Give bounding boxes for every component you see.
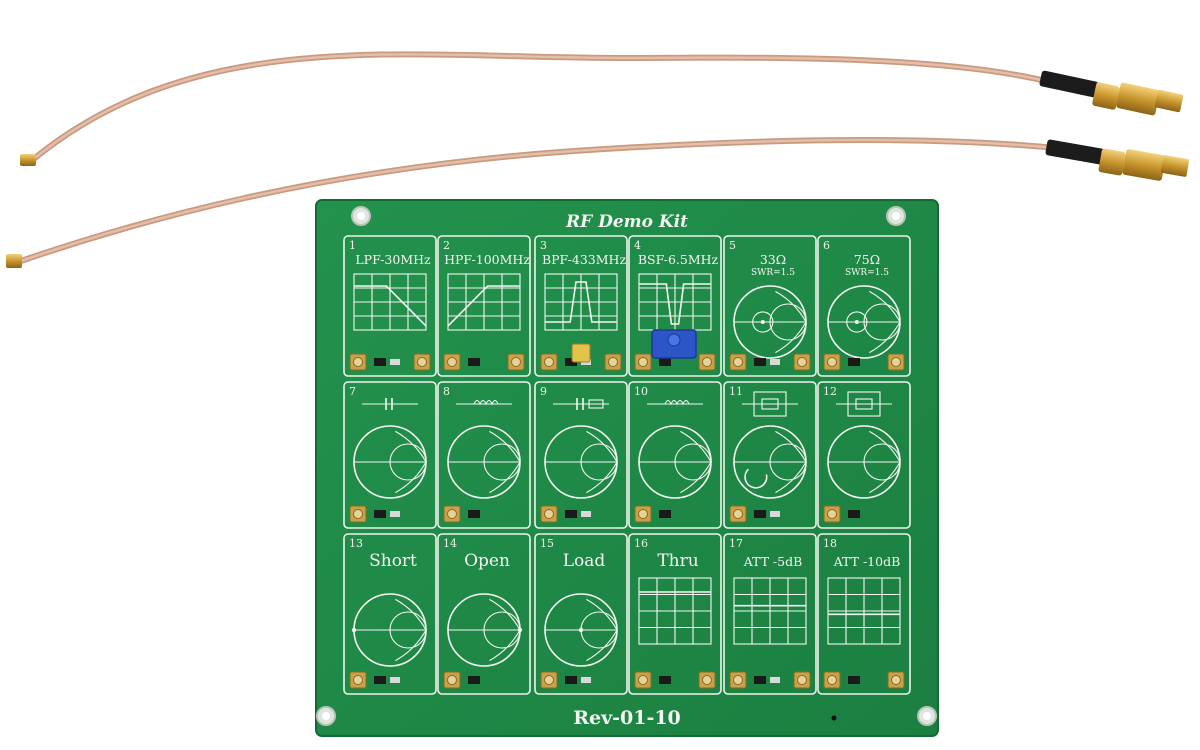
module-label: Open — [464, 551, 510, 571]
module-label: ATT -5dB — [743, 554, 803, 569]
trim-potentiometer — [571, 329, 697, 363]
module-grid: 1LPF-30MHz2HPF-100MHz3BPF-433MHz4BSF-6.5… — [343, 235, 911, 695]
module-11: 11 — [723, 381, 817, 529]
module-label: Short — [369, 551, 417, 571]
module-number: 10 — [634, 385, 648, 398]
module-number: 6 — [823, 239, 830, 252]
module-9: 9 — [534, 381, 628, 529]
cable-lower — [6, 137, 1190, 268]
module-number: 18 — [823, 537, 837, 550]
module-label: HPF-100MHz — [444, 252, 530, 267]
module-number: 8 — [443, 385, 450, 398]
pcb-board: RF Demo Kit Rev-01-10 1LPF-30MHz2HPF-100… — [315, 199, 939, 737]
module-number: 7 — [349, 385, 356, 398]
module-label: 33Ω — [760, 252, 786, 267]
module-label: ATT -10dB — [833, 554, 901, 569]
module-number: 12 — [823, 385, 837, 398]
module-10: 10 — [628, 381, 722, 529]
board-revision: Rev-01-10 — [573, 707, 681, 729]
module-label: Thru — [657, 551, 698, 571]
module-number: 11 — [729, 385, 743, 398]
module-sublabel: SWR=1.5 — [751, 268, 795, 278]
module-label: BPF-433MHz — [542, 252, 626, 267]
module-number: 4 — [634, 239, 641, 252]
module-number: 13 — [349, 537, 363, 550]
module-sublabel: SWR=1.5 — [845, 268, 889, 278]
module-number: 16 — [634, 537, 648, 550]
mounting-holes — [316, 206, 937, 726]
module-number: 3 — [540, 239, 547, 252]
module-number: 15 — [540, 537, 554, 550]
module-8: 8 — [437, 381, 531, 529]
module-label: BSF-6.5MHz — [638, 252, 719, 267]
module-12: 12 — [817, 381, 911, 529]
module-number: 2 — [443, 239, 450, 252]
module-number: 17 — [729, 537, 743, 550]
module-label: 75Ω — [854, 252, 880, 267]
module-number: 1 — [349, 239, 356, 252]
module-number: 9 — [540, 385, 547, 398]
module-number: 14 — [443, 537, 457, 550]
module-label: Load — [563, 551, 606, 571]
module-label: LPF-30MHz — [355, 252, 431, 267]
cable-upper — [20, 51, 1184, 166]
module-7: 7 — [343, 381, 437, 529]
module-number: 5 — [729, 239, 736, 252]
board-title: RF Demo Kit — [565, 212, 688, 232]
